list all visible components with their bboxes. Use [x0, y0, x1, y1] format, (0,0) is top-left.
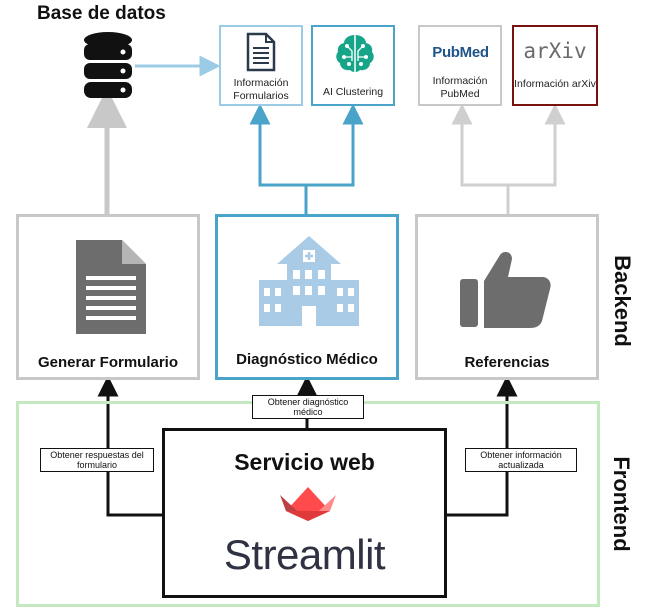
- medical-diagnosis-box: Diagnóstico Médico: [215, 214, 399, 380]
- diag-to-forms-arrow: [249, 103, 308, 214]
- ai-brain-icon: [336, 35, 374, 72]
- references-box: Referencias: [415, 214, 599, 380]
- medical-diagnosis-label: Diagnóstico Médico: [236, 351, 378, 368]
- thumbs-up-icon: [460, 251, 551, 328]
- references-label: Referencias: [464, 354, 550, 371]
- frontend-side-label: Frontend: [609, 456, 634, 552]
- web-service-title: Servicio web: [234, 449, 375, 475]
- database-title: Base de datos: [37, 3, 166, 24]
- web-to-refs-arrow: [447, 375, 518, 517]
- database-icon: [84, 32, 132, 98]
- tag-diagnosis: Obtener diagnóstico médico: [252, 395, 364, 419]
- diag-to-clustering-arrow: [306, 103, 364, 187]
- arxiv-info-box: arXiv Información arXiv: [512, 25, 598, 106]
- document-icon: [246, 32, 276, 72]
- pubmed-info-label: Información PubMed: [432, 75, 488, 100]
- hospital-icon: [259, 236, 359, 326]
- tag-updated-info: Obtener información actualizada: [465, 448, 577, 472]
- streamlit-wordmark: Streamlit: [223, 531, 386, 578]
- generate-form-box: Generar Formulario: [16, 214, 200, 380]
- web-to-forms-arrow: [97, 375, 162, 517]
- web-service-box: Servicio web Streamlit: [162, 428, 447, 598]
- arxiv-logo: arXiv: [523, 39, 587, 63]
- pubmed-logo: PubMed: [432, 44, 489, 61]
- arxiv-info-label: Información arXiv: [514, 78, 596, 90]
- forms-info-box: Información Formularios: [219, 25, 303, 106]
- streamlit-crown-icon: [280, 487, 336, 521]
- refs-to-pubmed-arrow: [451, 103, 510, 214]
- ai-clustering-label: AI Clustering: [322, 86, 384, 98]
- forms-info-label: Información Formularios: [233, 77, 289, 102]
- generate-form-label: Generar Formulario: [37, 354, 179, 371]
- refs-to-arxiv-arrow: [508, 103, 566, 187]
- tag-form-responses: Obtener respuestas del formulario: [40, 448, 154, 472]
- pubmed-info-box: PubMed Información PubMed: [418, 25, 502, 106]
- backend-side-label: Backend: [610, 255, 635, 347]
- form-document-icon: [76, 240, 146, 334]
- ai-clustering-box: AI Clustering: [311, 25, 395, 106]
